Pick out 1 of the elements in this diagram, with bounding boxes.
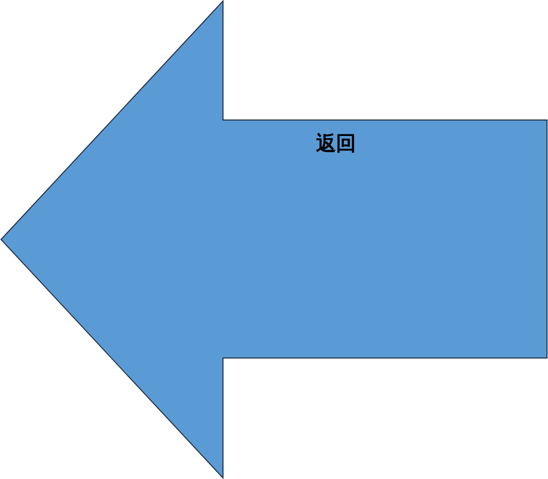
arrow-label: 返回 bbox=[316, 131, 356, 155]
